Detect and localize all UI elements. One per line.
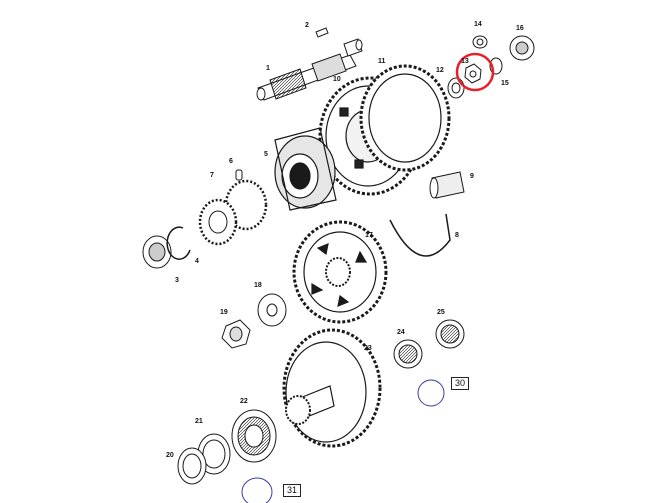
part-number-2: 2 <box>305 22 309 29</box>
part-number-16: 16 <box>516 25 524 32</box>
small-parts-12-16 <box>447 35 535 99</box>
part-number-25: 25 <box>437 309 445 316</box>
circlip-4 <box>166 226 191 260</box>
part-number-21: 21 <box>195 418 203 425</box>
part-number-15: 15 <box>501 80 509 87</box>
part-number-14: 14 <box>474 21 482 28</box>
part-number-13: 13 <box>461 58 469 65</box>
clutch-hub-5 <box>274 127 337 211</box>
part-number-19: 19 <box>220 309 228 316</box>
placeholder-circles <box>241 379 445 503</box>
sleeve-9 <box>429 171 465 199</box>
part-number-10: 10 <box>333 76 341 83</box>
part-number-11: 11 <box>378 58 386 65</box>
part-number-20: 20 <box>166 452 174 459</box>
part-number-9: 9 <box>470 173 474 180</box>
box-label-30: 30 <box>451 377 470 390</box>
highlight-ring-part-13 <box>455 52 495 92</box>
part-number-5: 5 <box>264 151 268 158</box>
key-pin <box>315 27 329 38</box>
part-number-22: 22 <box>240 398 248 405</box>
part-number-1: 1 <box>266 65 270 72</box>
main-shaft <box>256 38 363 101</box>
bearing-22 <box>231 409 277 463</box>
part-number-8: 8 <box>455 232 459 239</box>
part-number-6: 6 <box>229 158 233 165</box>
part-number-18: 18 <box>254 282 262 289</box>
part-number-7: 7 <box>210 172 214 179</box>
washer-18 <box>257 293 287 327</box>
part-number-3: 3 <box>175 277 179 284</box>
needle-bearings-24-25 <box>393 319 465 369</box>
nut-19 <box>221 319 251 349</box>
part-number-12: 12 <box>436 67 444 74</box>
gear-23 <box>282 328 382 448</box>
gear-7 <box>198 179 268 246</box>
part-number-24: 24 <box>397 329 405 336</box>
pin-6 <box>235 169 243 181</box>
spring-clip-8 <box>389 213 451 257</box>
part-number-17: 17 <box>365 232 373 239</box>
box-label-31: 31 <box>283 484 302 497</box>
part-number-4: 4 <box>195 258 199 265</box>
bearing-3 <box>142 235 172 269</box>
sprocket-17 <box>292 220 388 324</box>
part-number-23: 23 <box>364 345 372 352</box>
ring-20 <box>177 447 207 485</box>
gear-11 <box>359 64 451 172</box>
